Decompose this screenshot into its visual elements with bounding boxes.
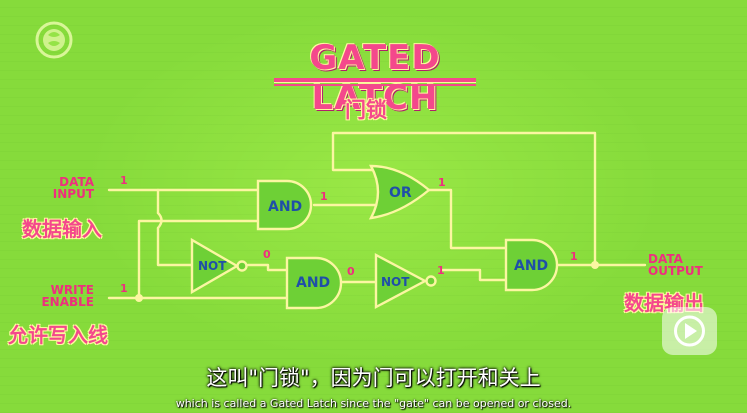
wire-not-to-and-mid: [246, 263, 289, 272]
gate-and-mid-label: AND: [296, 275, 330, 291]
play-button-icon: [674, 315, 705, 347]
label-write-enable: WRITE ENABLE: [40, 284, 94, 308]
wire-or-to-and-right: [427, 188, 508, 250]
label-data-output: DATA OUTPUT: [648, 252, 703, 278]
value-and-mid-out: 0: [347, 265, 355, 278]
gate-and-top-label: AND: [268, 199, 302, 215]
gate-not-right-bubble: [425, 275, 437, 287]
wire-not-to-and-right: [439, 268, 508, 282]
gate-not-right: [374, 253, 428, 309]
pbs-logo-icon: [35, 21, 73, 59]
wire-data-to-not: [156, 188, 198, 267]
value-not-left-out: 0: [263, 248, 271, 261]
label-data-input-line2: INPUT: [52, 187, 94, 201]
gate-not-right-label: NOT: [381, 275, 410, 289]
wire-feedback-loop: [331, 131, 597, 267]
value-or-out: 1: [438, 176, 446, 189]
subtitle-english: which is called a Gated Latch since the …: [175, 397, 572, 410]
gate-not-left: [190, 237, 240, 295]
title-underline: [274, 78, 476, 82]
gate-and-top: [256, 179, 313, 231]
label-data-output-line1: DATA: [648, 252, 683, 266]
wire-enable-to-and-top: [107, 219, 260, 300]
title-underline-2: [274, 84, 476, 86]
junction-enable: [135, 294, 143, 302]
label-data-input: DATA INPUT: [40, 176, 94, 200]
label-data-input-zh: 数据输入: [22, 217, 102, 241]
value-and-top-out: 1: [320, 190, 328, 203]
gate-and-mid: [285, 256, 343, 310]
wires: [107, 131, 647, 300]
wire-values: 1 1 1 1 0 0 1 1: [120, 174, 578, 295]
gates: [190, 164, 559, 310]
gate-labels: AND OR NOT AND NOT AND: [198, 185, 548, 291]
play-button[interactable]: [662, 307, 717, 355]
subtitle-chinese: 这叫"门锁"，因为门可以打开和关上: [206, 366, 541, 390]
label-write-enable-line2: ENABLE: [41, 295, 94, 309]
gate-or-label: OR: [389, 185, 412, 201]
label-write-enable-line1: WRITE: [50, 283, 94, 297]
junction-output: [591, 261, 599, 269]
label-data-output-line2: OUTPUT: [648, 264, 703, 278]
title-chinese: 门锁: [345, 98, 387, 122]
gate-and-right-label: AND: [514, 258, 548, 274]
gate-not-left-label: NOT: [198, 259, 227, 273]
value-output: 1: [570, 250, 578, 263]
gate-not-left-bubble: [236, 260, 248, 272]
label-write-enable-zh: 允许写入线: [8, 323, 108, 347]
value-data-input: 1: [120, 174, 128, 187]
label-data-input-line1: DATA: [59, 175, 94, 189]
gate-or: [368, 164, 431, 220]
value-not-right-out: 1: [437, 264, 445, 277]
gate-and-right: [504, 238, 559, 292]
value-write-enable: 1: [120, 282, 128, 295]
